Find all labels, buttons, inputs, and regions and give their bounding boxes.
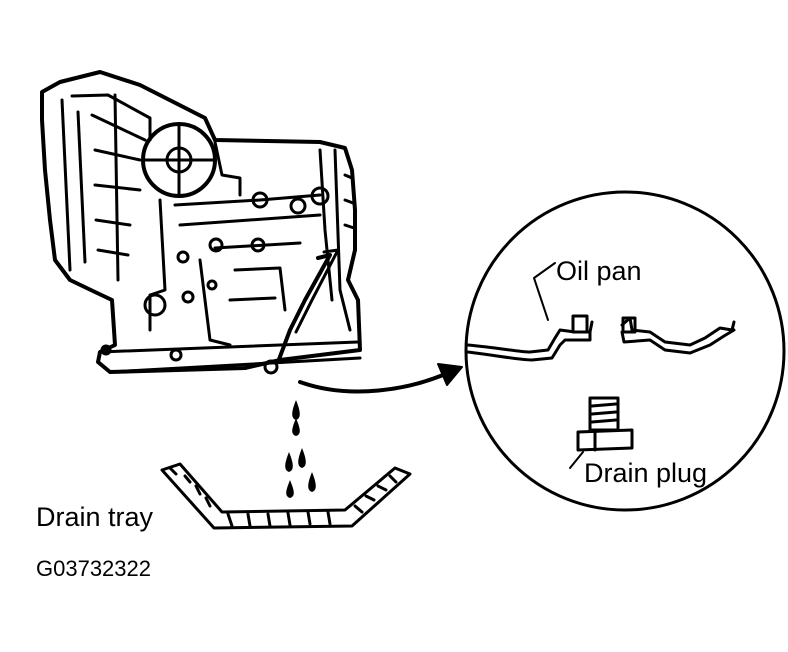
drain-plug-illustration	[576, 396, 634, 452]
transmission-assembly	[40, 70, 362, 375]
drain-plug-label: Drain plug	[584, 458, 708, 488]
drain-tray-label: Drain tray	[36, 502, 154, 532]
detail-circle	[464, 190, 786, 512]
oil-pan-label: Oil pan	[556, 256, 642, 286]
oil-drops	[285, 400, 316, 498]
detail-callout-arrow	[298, 363, 463, 394]
drain-tray	[160, 462, 412, 530]
figure-code: G03732322	[36, 556, 151, 581]
